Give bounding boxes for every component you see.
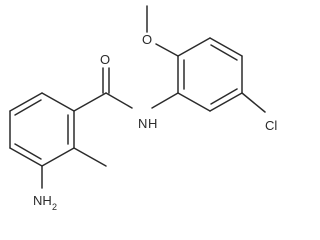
- amide-nitrogen-label: N: [138, 116, 147, 131]
- bond-ring2-c5-c6: [209, 92, 243, 112]
- bond-ring2-c3-c4-inner: [210, 44, 238, 61]
- bond-carbonyl-c: [73, 92, 107, 112]
- bond-ring1-c5-c6: [41, 147, 75, 167]
- amine-label: NH: [33, 193, 52, 208]
- bond-ring2-c5-c6-inner: [210, 88, 238, 105]
- bond-ring1-c1-c2: [41, 92, 75, 112]
- bond-ring1-c2-c3-inner: [14, 99, 42, 116]
- chlorine-label: Cl: [265, 118, 277, 133]
- bond-methoxy-ring: [155, 43, 179, 57]
- bond-ring1-c4-c5-inner: [14, 143, 42, 160]
- structure-diagram: O N H O Cl NH 2: [9, 5, 277, 212]
- bond-ring2-c3-c4: [209, 37, 243, 57]
- bond-chloro: [241, 92, 266, 113]
- bond-methyl: [73, 147, 107, 167]
- bond-ring1-c4-c5: [9, 147, 43, 167]
- ether-oxygen-label: O: [142, 32, 152, 47]
- bonds: [9, 5, 266, 189]
- atom-labels: O N H O Cl NH 2: [33, 32, 277, 212]
- carbonyl-oxygen-label: O: [100, 52, 110, 67]
- bond-ring1-c2-c3: [9, 92, 43, 112]
- bond-ring2-c2-c3: [177, 37, 211, 57]
- bond-amide-n-ring: [151, 92, 179, 109]
- bond-amide-c-n: [105, 92, 133, 109]
- amine-subscript-label: 2: [52, 202, 57, 212]
- bond-ring2-c6-c1: [177, 92, 211, 112]
- amide-hydrogen-label: H: [148, 116, 157, 131]
